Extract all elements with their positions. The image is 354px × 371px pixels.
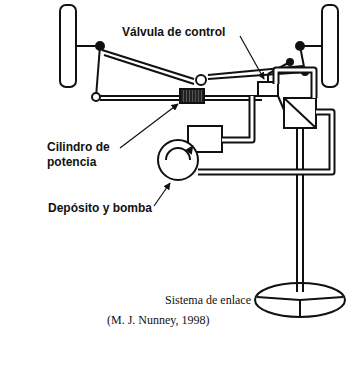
steering-wheel-part (257, 297, 300, 300)
hydraulic-pipes-part (198, 112, 332, 172)
hydraulic-pipes-part (276, 70, 314, 98)
hydraulic-pipes (198, 70, 332, 172)
relay-rod-and-power-cylinder-part (100, 99, 180, 101)
source-credit: (M. J. Nunney, 1998) (107, 313, 210, 328)
steering-arms-and-tie-rods-part (92, 93, 100, 101)
relay-rod-and-power-cylinder (100, 89, 262, 103)
leader-lines-part (240, 36, 264, 79)
reservoir-and-pump-part (187, 147, 192, 153)
relay-rod-and-power-cylinder-part (180, 89, 204, 103)
hydraulic-pipes-part (222, 96, 252, 140)
steering-wheel-part (299, 300, 301, 317)
steering-arms-and-tie-rods-part (96, 46, 100, 97)
hydraulic-pipes-part (198, 112, 332, 172)
hydraulic-pipes-part (276, 70, 314, 98)
stub-axles (76, 42, 322, 50)
steering-box-and-column-part (302, 128, 304, 292)
steering-wheel (255, 283, 345, 317)
control-valve-part (267, 74, 269, 82)
control-valve-part (287, 59, 293, 65)
steering-box-and-column-part (284, 98, 316, 128)
wheels-part (60, 5, 76, 87)
steering-box-and-column-part (284, 98, 316, 128)
leader-lines (120, 36, 264, 206)
steering-arms-and-tie-rods-part (104, 55, 194, 84)
hydraulic-pipes-part (222, 96, 252, 140)
part-label: Cilindro de potencia (47, 140, 132, 170)
steering-wheel-part (300, 297, 343, 300)
steering-box-and-column-part (296, 128, 298, 292)
steering-box-and-column (278, 96, 316, 292)
part-label: Válvula de control (122, 25, 225, 40)
reservoir-and-pump-part (158, 140, 198, 180)
steering-arms-and-tie-rods-part (196, 75, 206, 85)
leader-lines-part (120, 104, 178, 148)
wheels-part (322, 5, 338, 87)
steering-wheel-part (255, 283, 345, 317)
wheels (60, 5, 338, 87)
steering-box-and-column-part (278, 96, 284, 110)
figure-caption: Sistema de enlace (165, 293, 251, 308)
part-label: Depósito y bomba (48, 201, 152, 216)
leader-lines-part (154, 183, 170, 206)
steering-arms-and-tie-rods-part (102, 50, 194, 79)
control-valve-part (258, 82, 278, 96)
